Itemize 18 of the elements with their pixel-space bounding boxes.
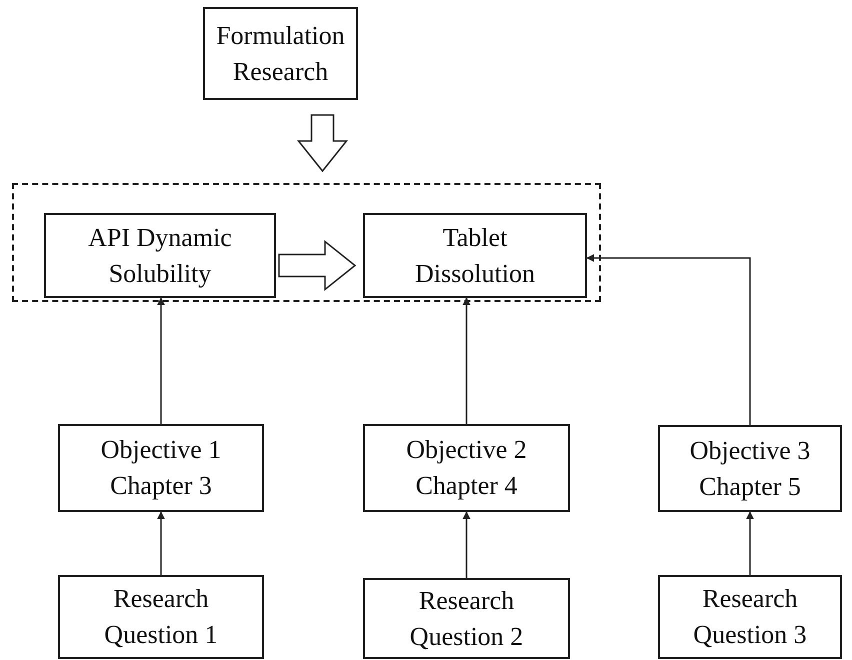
process-box: Objective 1 Chapter 3 [58,424,264,512]
arrow [462,511,470,578]
arrow [157,297,165,424]
process-box: Objective 3 Chapter 5 [658,425,842,512]
arrow [586,254,751,425]
process-box: API Dynamic Solubility [44,213,276,298]
process-box: Formulation Research [203,7,358,100]
process-box: Research Question 1 [58,575,264,659]
arrow [157,511,165,575]
dashed-group-box [12,183,601,302]
arrow [746,511,754,575]
process-box: Research Question 3 [658,575,842,659]
hollow-block-arrow [296,114,348,172]
arrow [462,297,470,424]
process-box: Objective 2 Chapter 4 [363,424,570,512]
process-box: Tablet Dissolution [363,213,587,298]
hollow-block-arrow [278,240,356,292]
process-box: Research Question 2 [363,578,570,659]
